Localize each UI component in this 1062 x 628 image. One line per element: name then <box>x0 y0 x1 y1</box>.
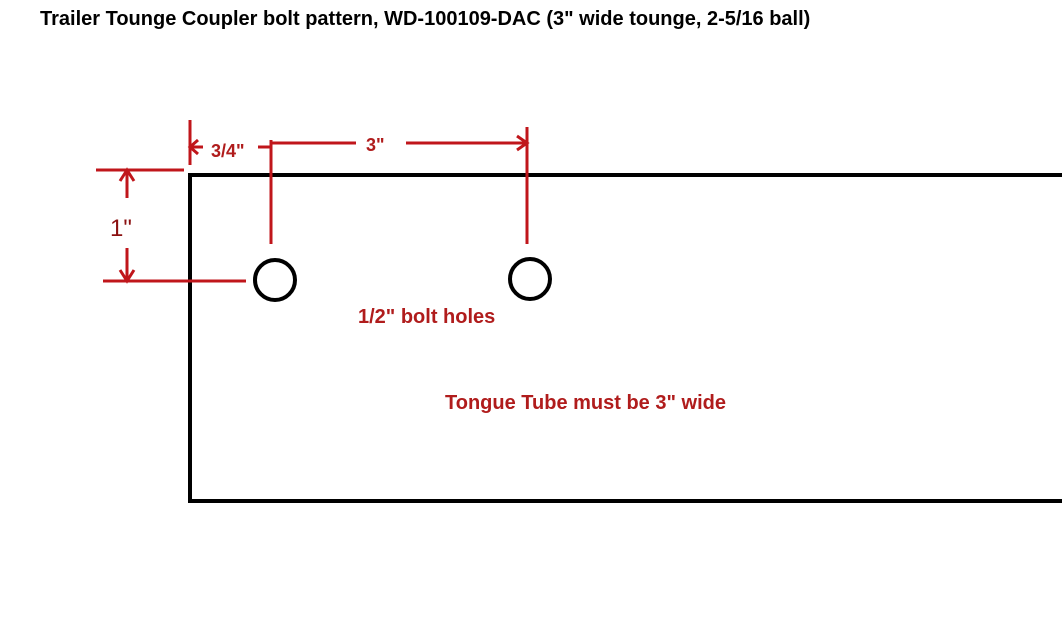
arrowhead-edge <box>187 138 199 156</box>
horizontal-dimensions <box>187 120 530 244</box>
diagram-title: Trailer Tounge Coupler bolt pattern, WD-… <box>40 8 810 30</box>
hole-spacing-label: 3" <box>366 135 385 155</box>
vertical-dimension <box>96 167 246 284</box>
edge-offset-label: 3/4" <box>211 141 245 161</box>
tongue-tube-note: Tongue Tube must be 3" wide <box>445 392 726 414</box>
arrowhead-top <box>118 167 136 182</box>
bolt-hole-right <box>508 257 552 301</box>
bolt-hole-left <box>253 258 297 302</box>
arrowhead-right-hole <box>516 134 530 152</box>
bolt-holes-note: 1/2" bolt holes <box>358 306 495 328</box>
vertical-offset-label: 1" <box>110 215 132 242</box>
tongue-tube-outline <box>188 173 1062 503</box>
arrowhead-bottom <box>118 269 136 284</box>
